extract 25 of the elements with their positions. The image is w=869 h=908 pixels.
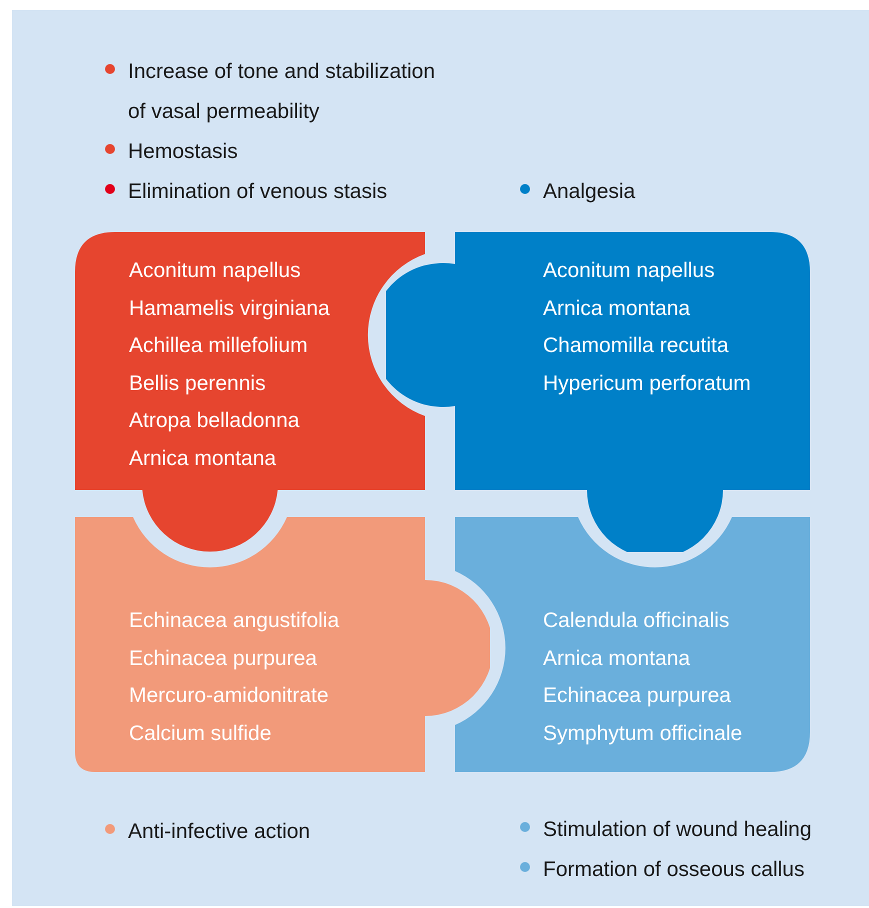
legend-text: Elimination of venous stasis: [128, 179, 388, 205]
legend-text: Formation of osseous callus: [543, 857, 804, 883]
plant-name: Hypericum perforatum: [543, 370, 751, 396]
plant-name: Aconitum napellus: [129, 258, 302, 284]
plant-name: Echinacea angustifolia: [129, 608, 340, 634]
plant-name: Calcium sulfide: [129, 720, 272, 746]
legend-text: Hemostasis: [128, 139, 238, 165]
plant-name: Arnica montana: [543, 296, 692, 322]
plant-name: Chamomilla recutita: [543, 333, 730, 359]
plant-name: Arnica montana: [543, 646, 692, 672]
plant-name: Calendula officinalis: [543, 608, 730, 634]
plant-name: Hamamelis virginiana: [129, 296, 330, 322]
legend-text: Stimulation of wound healing: [543, 817, 812, 843]
plant-name: Aconitum napellus: [543, 258, 716, 284]
plant-name: Arnica montana: [129, 446, 278, 472]
plant-name: Atropa belladonna: [129, 408, 300, 434]
plant-name: Echinacea purpurea: [543, 683, 732, 709]
legend-text: Analgesia: [543, 179, 636, 205]
plant-name: Bellis perennis: [129, 370, 267, 396]
plant-name: Echinacea purpurea: [129, 646, 318, 672]
plant-name: Achillea millefolium: [129, 333, 309, 359]
legend-text: Anti-infective action: [128, 819, 310, 845]
plant-name: Symphytum officinale: [543, 720, 742, 746]
plant-name: Mercuro-amidonitrate: [129, 683, 330, 709]
legend-text: Increase of tone and stabilization of vasal permeability: [128, 59, 436, 125]
